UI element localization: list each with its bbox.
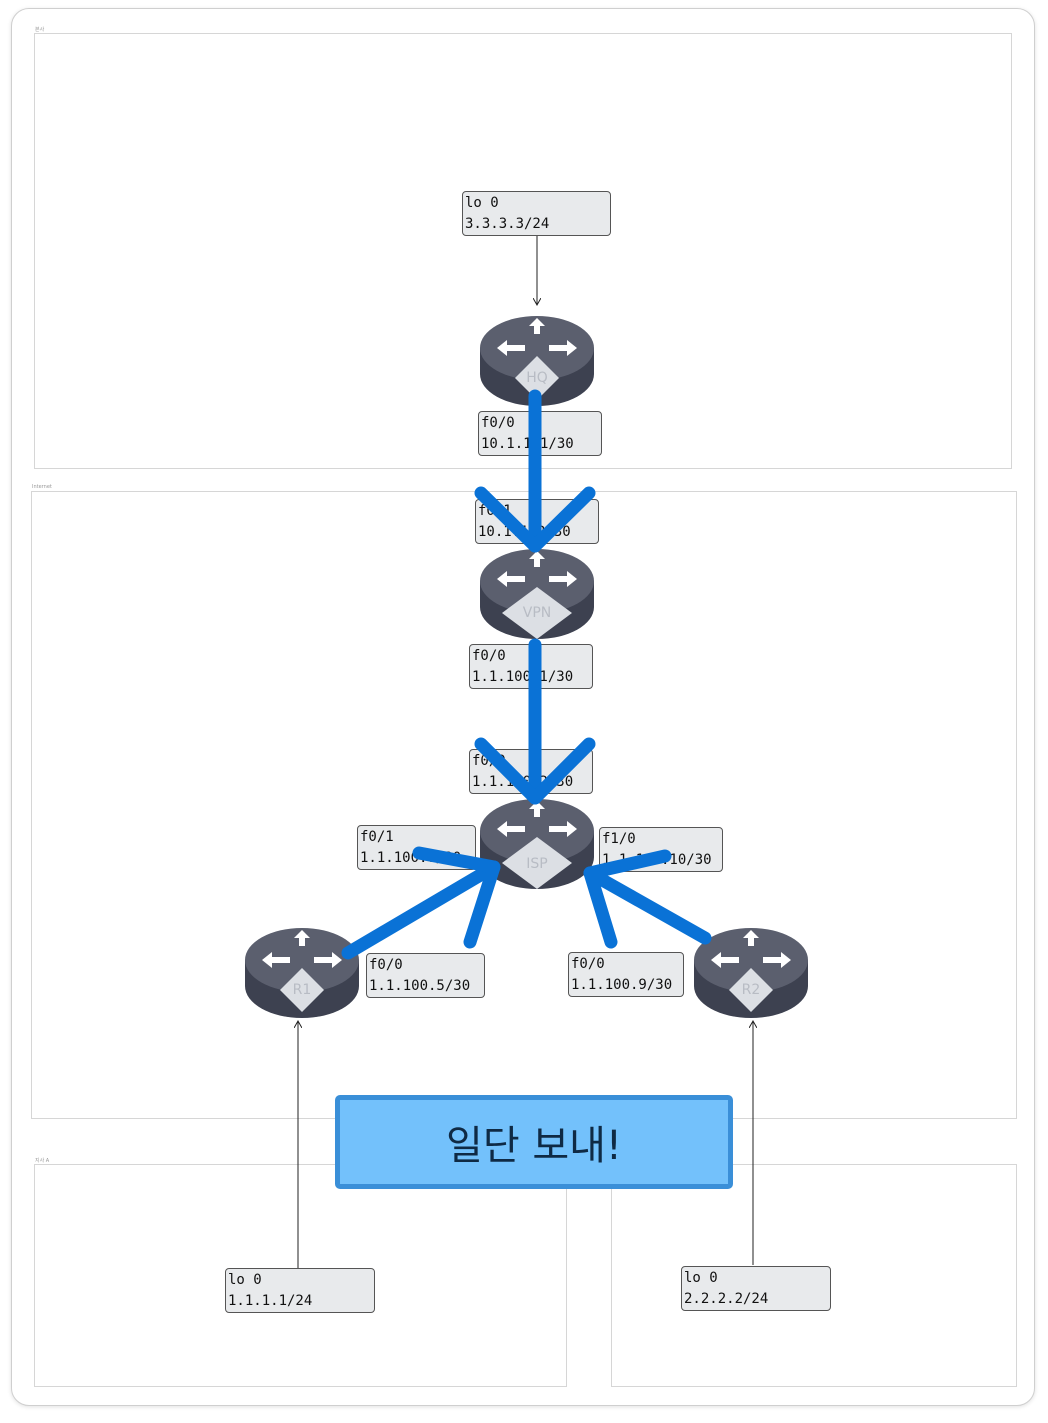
arrow-r1-to-isp <box>341 846 501 960</box>
router-r2-name: R2 <box>741 982 761 998</box>
router-hq[interactable]: HQ <box>477 308 597 406</box>
r1-f00-iface: f0/0 <box>369 957 403 973</box>
r1-loopback-iface: lo 0 <box>228 1272 262 1288</box>
r2-f00-ip: 1.1.100.9/30 <box>571 977 673 993</box>
router-icon <box>245 928 359 1018</box>
r2-loopback-iface: lo 0 <box>684 1270 718 1286</box>
send-first-banner: 일단 보내! <box>335 1095 733 1189</box>
router-vpn-name: VPN <box>522 605 552 621</box>
router-r1-name: R1 <box>292 982 312 998</box>
zone-hq-label: 본사 <box>35 27 45 33</box>
zone-branch-b <box>611 1164 1017 1387</box>
arrow-vpn-to-isp <box>474 638 596 805</box>
router-icon <box>694 928 808 1018</box>
r2-f00-iface: f0/0 <box>571 956 605 972</box>
vpn-f00-iface: f0/0 <box>472 648 506 664</box>
arrow-hq-to-vpn <box>474 389 596 553</box>
r2-loopback-ip: 2.2.2.2/24 <box>684 1291 769 1307</box>
arrow-r2-to-isp <box>583 849 712 949</box>
r1-f00-label: f0/0 1.1.100.5/30 <box>366 953 485 998</box>
router-isp-name: ISP <box>526 856 548 872</box>
zone-hq <box>34 33 1012 469</box>
hq-loopback-iface: lo 0 <box>465 195 499 211</box>
r1-loopback-ip: 1.1.1.1/24 <box>228 1293 313 1309</box>
zone-branch-a-label: 지사 A <box>35 1158 50 1164</box>
zone-branch-a <box>34 1164 567 1387</box>
router-r2[interactable]: R2 <box>691 920 811 1018</box>
r1-f00-ip: 1.1.100.5/30 <box>369 978 471 994</box>
r1-loopback-label: lo 0 1.1.1.1/24 <box>225 1268 375 1313</box>
r2-loopback-label: lo 0 2.2.2.2/24 <box>681 1266 831 1311</box>
hq-f00-iface: f0/0 <box>481 415 515 431</box>
isp-f10-iface: f1/0 <box>602 831 636 847</box>
router-icon <box>480 799 594 889</box>
hq-loopback-ip: 3.3.3.3/24 <box>465 216 550 232</box>
router-isp[interactable]: ISP <box>477 793 597 889</box>
router-hq-name: HQ <box>526 370 548 386</box>
hq-loopback-label: lo 0 3.3.3.3/24 <box>462 191 611 236</box>
r2-f00-label: f0/0 1.1.100.9/30 <box>568 952 684 997</box>
hq-f00-ip: 10.1.1.1/30 <box>481 436 574 452</box>
router-r1[interactable]: R1 <box>242 920 362 1018</box>
router-icon <box>480 549 594 639</box>
zone-internet-label: Internet <box>32 484 52 490</box>
router-icon <box>480 316 594 406</box>
router-vpn[interactable]: VPN <box>477 543 597 639</box>
isp-f01-iface: f0/1 <box>360 829 394 845</box>
vpn-f00-ip: 1.1.100.1/30 <box>472 669 574 685</box>
